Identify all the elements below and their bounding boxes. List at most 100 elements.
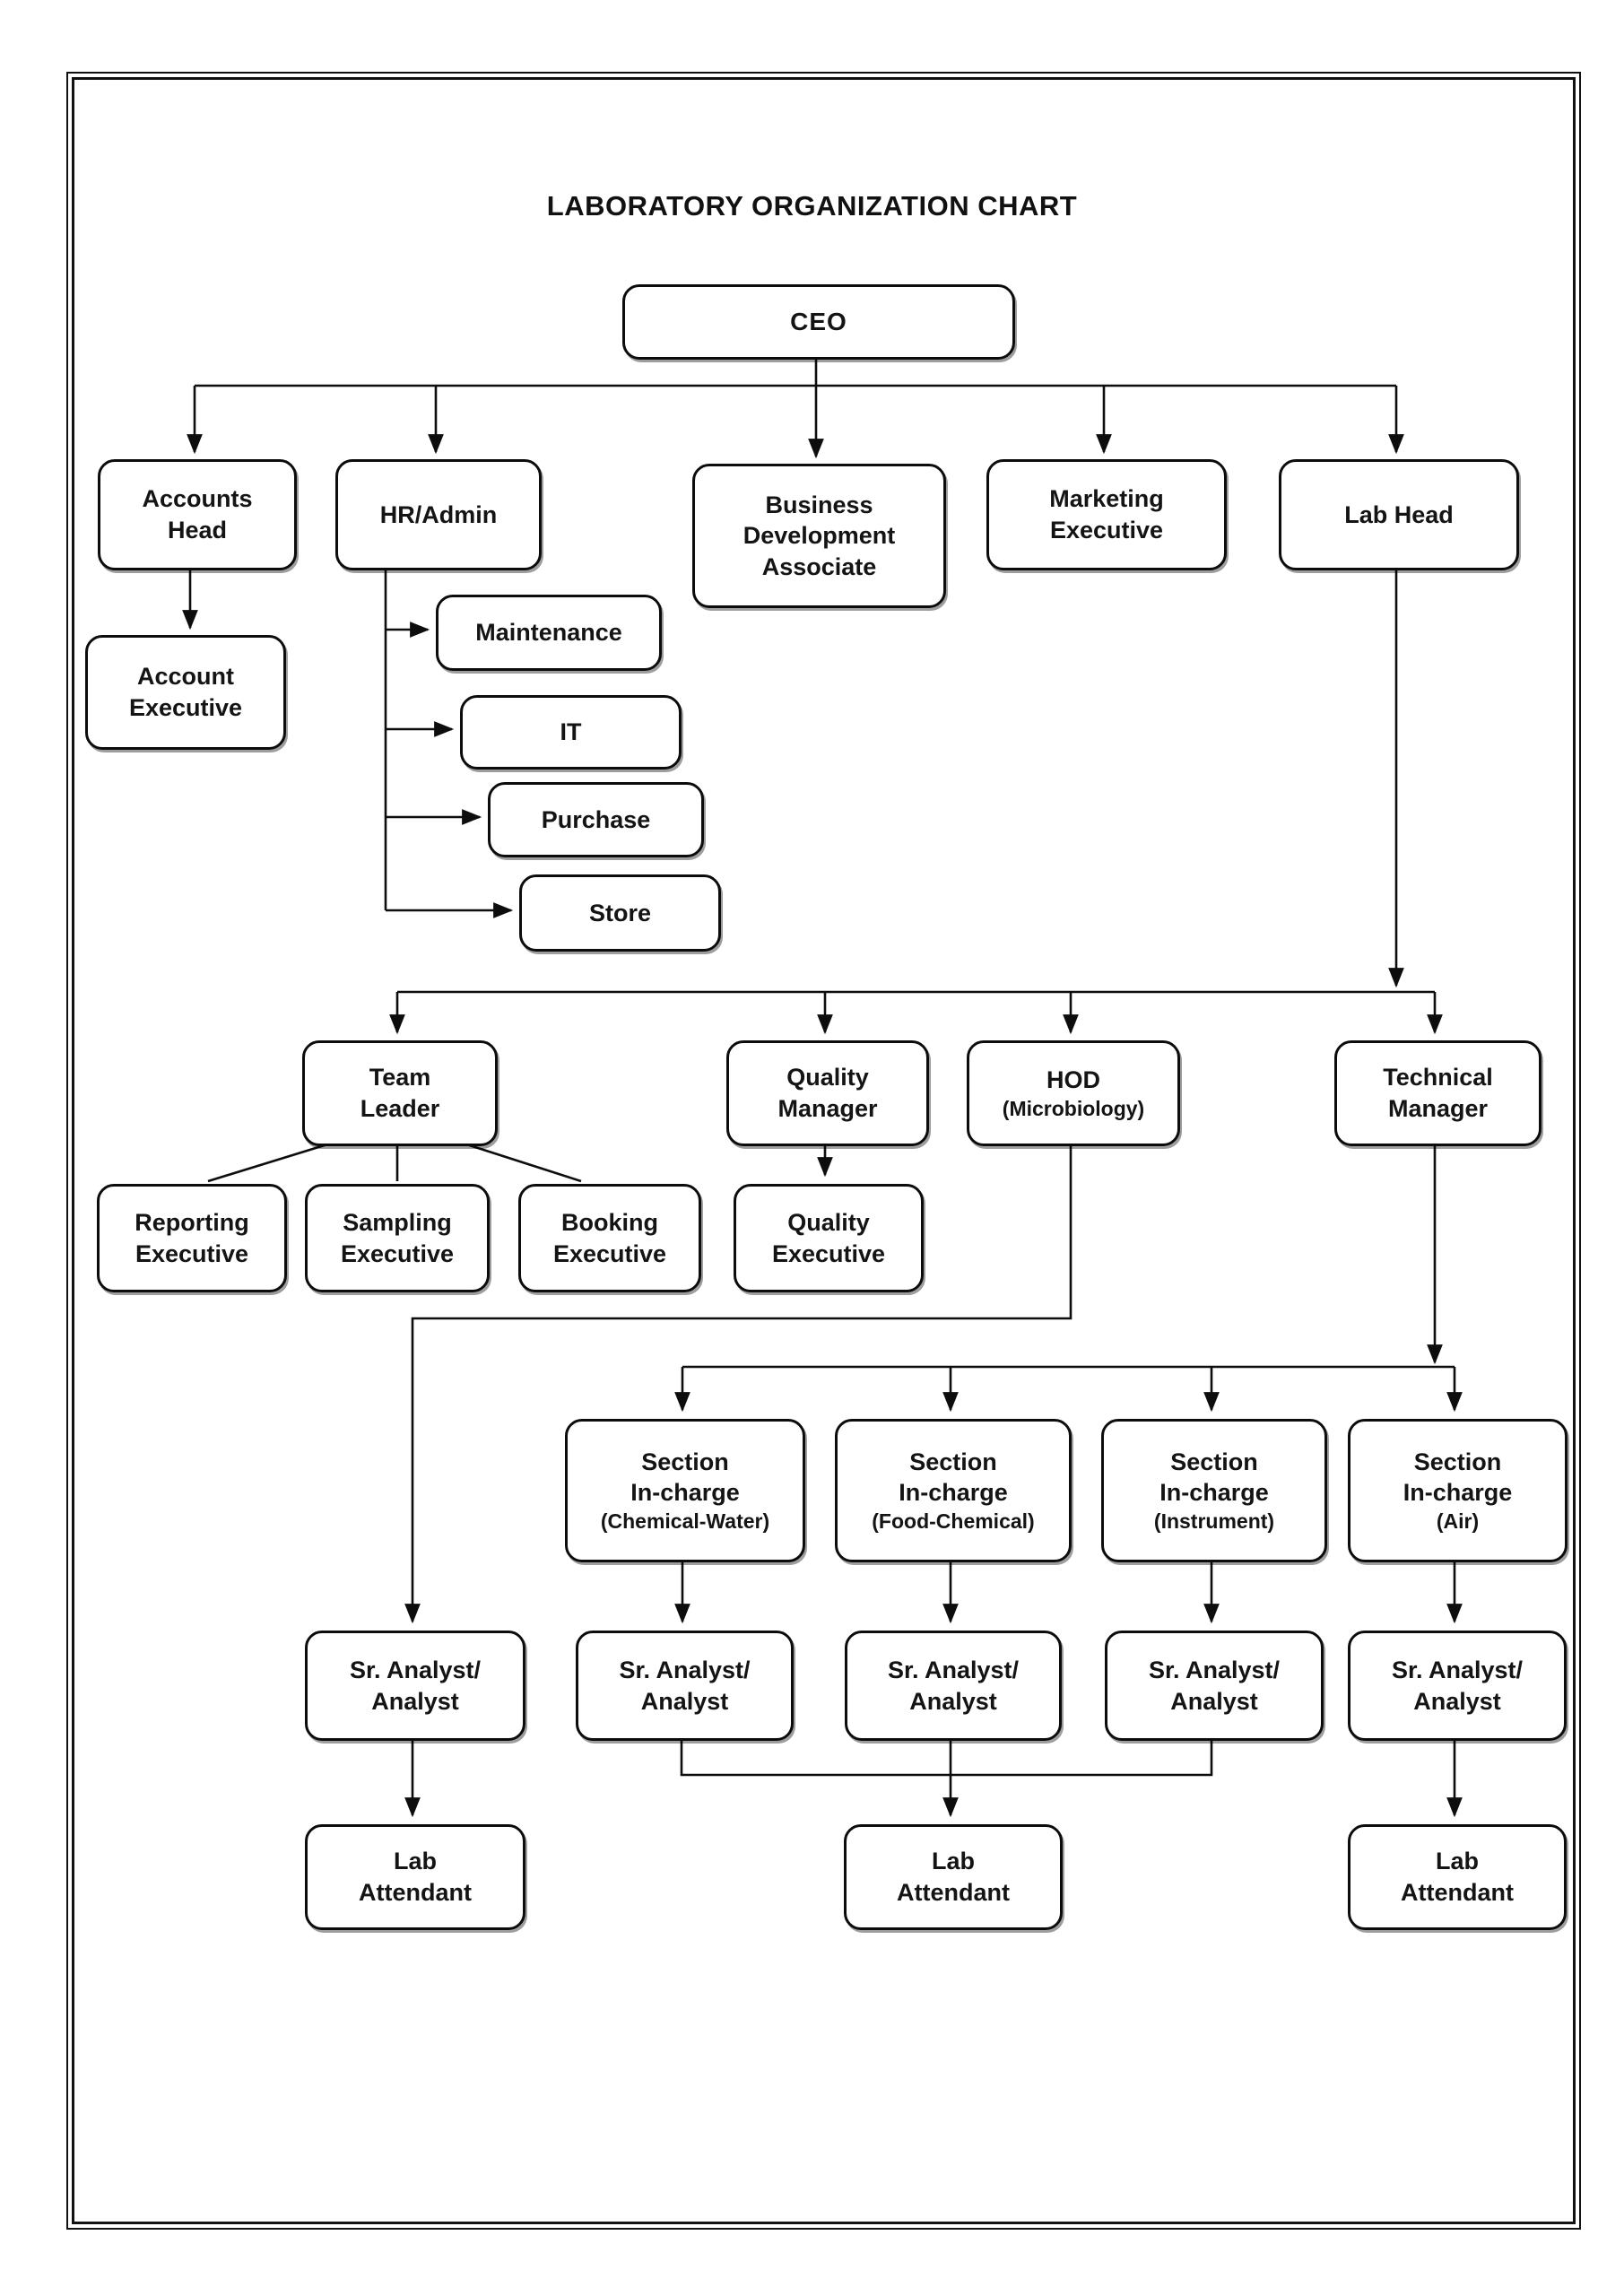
node-label: Lab Head — [1344, 500, 1454, 528]
node-label: Development — [743, 522, 896, 550]
node-label: Store — [588, 899, 652, 926]
node-label: Analyst — [1413, 1687, 1501, 1715]
node-label: Account — [137, 663, 234, 691]
node-account-executive: Account Executive — [85, 635, 286, 750]
node-label: Sr. Analyst/ — [887, 1656, 1020, 1683]
node-label: Manager — [777, 1095, 878, 1122]
node-label: Lab — [393, 1848, 437, 1875]
node-label: Section — [1170, 1448, 1258, 1475]
node-label: Booking — [561, 1208, 658, 1236]
node-label: Team — [369, 1064, 431, 1091]
node-quality-executive: Quality Executive — [734, 1184, 924, 1292]
node-label: Sr. Analyst/ — [1148, 1656, 1281, 1683]
node-marketing-executive: Marketing Executive — [986, 459, 1227, 570]
node-it: IT — [460, 695, 682, 770]
page-title: LABORATORY ORGANIZATION CHART — [546, 190, 1078, 222]
node-label: Executive — [128, 694, 243, 721]
edges-team-leader-children — [207, 1139, 582, 1183]
node-label: Marketing — [1049, 485, 1164, 513]
node-lab-attendant-microbiology: Lab Attendant — [305, 1824, 525, 1930]
node-booking-executive: Booking Executive — [518, 1184, 701, 1292]
node-label: Associate — [761, 552, 877, 580]
node-accounts-head: Accounts Head — [98, 459, 297, 570]
node-label: (Microbiology) — [1002, 1096, 1145, 1120]
node-label: CEO — [790, 308, 847, 336]
node-purchase: Purchase — [488, 782, 704, 857]
node-label: In-charge — [1403, 1479, 1513, 1507]
node-label: Purchase — [541, 805, 651, 833]
node-label: Executive — [1049, 517, 1164, 544]
node-lab-head: Lab Head — [1279, 459, 1519, 570]
edges-sections-to-sr-analysts — [674, 1557, 1463, 1624]
node-label: Section — [1413, 1448, 1502, 1475]
node-section-incharge-chemical-water: Section In-charge (Chemical-Water) — [565, 1419, 805, 1562]
node-hr-admin: HR/Admin — [335, 459, 542, 570]
node-label: (Chemical-Water) — [600, 1509, 770, 1533]
node-label: Accounts — [142, 485, 253, 513]
edges-lab-head-to-managers — [389, 565, 1443, 1035]
node-label: Analyst — [371, 1687, 459, 1715]
node-label: Sr. Analyst/ — [1391, 1656, 1524, 1683]
node-section-incharge-food-chemical: Section In-charge (Food-Chemical) — [835, 1419, 1072, 1562]
node-label: Sr. Analyst/ — [619, 1656, 751, 1683]
node-lab-attendant-central: Lab Attendant — [844, 1824, 1063, 1930]
node-section-incharge-air: Section In-charge (Air) — [1348, 1419, 1568, 1562]
node-sampling-executive: Sampling Executive — [305, 1184, 490, 1292]
node-label: Attendant — [897, 1879, 1010, 1906]
node-label: Attendant — [1401, 1879, 1514, 1906]
node-label: Maintenance — [475, 619, 622, 647]
node-label: (Instrument) — [1153, 1509, 1275, 1533]
node-label: Quality — [786, 1064, 869, 1091]
node-label: Reporting — [135, 1208, 249, 1236]
node-technical-manager: Technical Manager — [1334, 1040, 1541, 1146]
node-label: (Air) — [1436, 1509, 1480, 1533]
node-label: Executive — [771, 1239, 886, 1267]
node-label: Attendant — [359, 1879, 472, 1906]
node-label: Sr. Analyst/ — [349, 1656, 482, 1683]
node-label: Section — [909, 1448, 997, 1475]
node-label: Technical — [1383, 1064, 1493, 1091]
node-section-incharge-instrument: Section In-charge (Instrument) — [1101, 1419, 1327, 1562]
node-label: HR/Admin — [379, 500, 498, 528]
node-label: Manager — [1387, 1095, 1489, 1122]
node-label: Executive — [552, 1239, 667, 1267]
edges-sr-analysts-to-lab-attendants — [404, 1735, 1463, 1818]
node-quality-manager: Quality Manager — [726, 1040, 929, 1146]
edges-ceo-to-departments — [187, 354, 1404, 459]
page-border — [66, 72, 1581, 2230]
node-business-development-associate: Business Development Associate — [692, 464, 946, 608]
node-label: (Food-Chemical) — [872, 1509, 1035, 1533]
node-lab-attendant-air: Lab Attendant — [1348, 1824, 1567, 1930]
edges-hr-admin-branches — [384, 565, 514, 918]
node-label: Analyst — [640, 1687, 729, 1715]
node-sr-analyst-microbiology: Sr. Analyst/ Analyst — [305, 1631, 525, 1741]
node-label: Analyst — [1170, 1687, 1258, 1715]
node-label: Business — [765, 491, 873, 518]
node-ceo: CEO — [622, 284, 1015, 360]
node-label: IT — [560, 718, 582, 746]
node-label: Quality — [787, 1208, 870, 1236]
node-sr-analyst-air: Sr. Analyst/ Analyst — [1348, 1631, 1567, 1741]
node-label: In-charge — [630, 1479, 740, 1507]
node-label: Executive — [340, 1239, 455, 1267]
node-label: HOD — [1046, 1066, 1100, 1093]
edge-hod-to-sr-analyst — [404, 1141, 1073, 1624]
node-sr-analyst-chemical-water: Sr. Analyst/ Analyst — [576, 1631, 794, 1741]
node-label: Sampling — [343, 1208, 452, 1236]
node-label: Analyst — [909, 1687, 997, 1715]
node-label: Section — [641, 1448, 729, 1475]
node-maintenance: Maintenance — [436, 595, 662, 671]
node-label: Executive — [135, 1239, 249, 1267]
node-label: Head — [167, 517, 228, 544]
node-label: Lab — [931, 1848, 975, 1875]
node-hod-microbiology: HOD (Microbiology) — [967, 1040, 1180, 1146]
node-store: Store — [519, 874, 721, 952]
edges-technical-manager-to-sections — [674, 1141, 1463, 1413]
node-label: Lab — [1435, 1848, 1479, 1875]
node-label: Leader — [360, 1095, 440, 1122]
node-sr-analyst-instrument: Sr. Analyst/ Analyst — [1105, 1631, 1324, 1741]
node-team-leader: Team Leader — [302, 1040, 498, 1146]
node-sr-analyst-food-chemical: Sr. Analyst/ Analyst — [845, 1631, 1062, 1741]
page-border-inner — [72, 77, 1576, 2224]
